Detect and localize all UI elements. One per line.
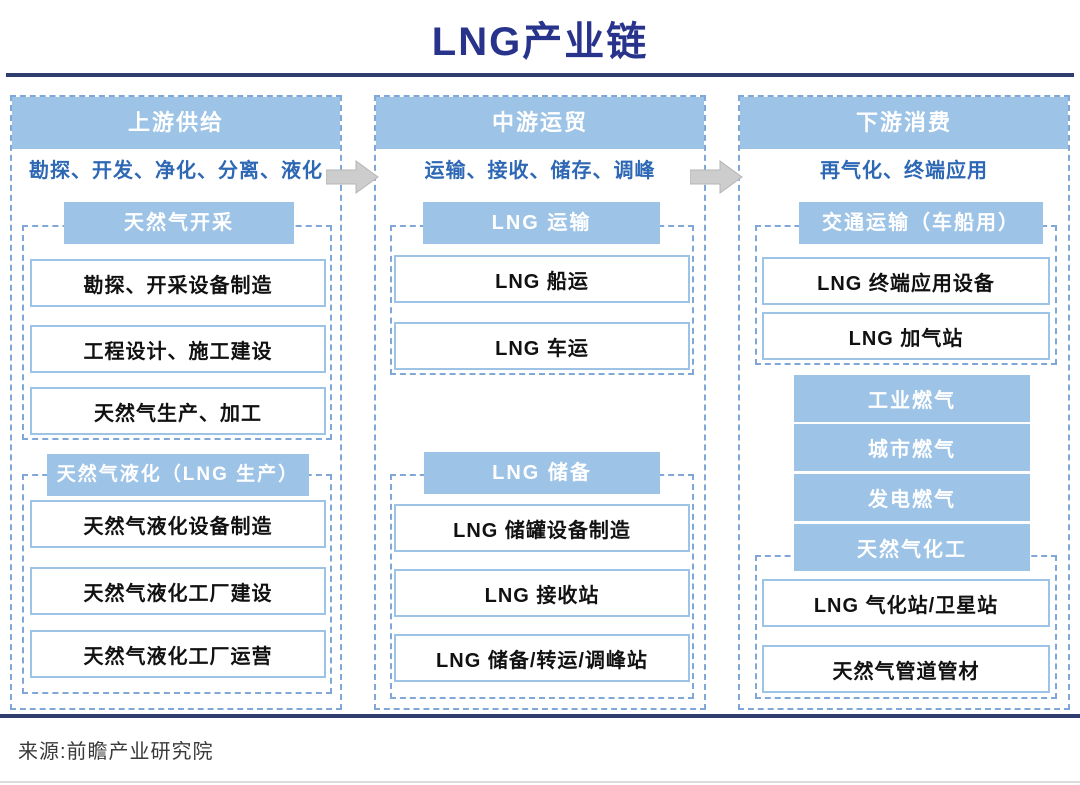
chain-item: 天然气液化设备制造 [30, 500, 326, 548]
chain-item: 天然气液化工厂运营 [30, 630, 326, 678]
upstream-keywords: 勘探、开发、净化、分离、液化 [29, 160, 323, 182]
group-header-lng-storage: LNG 储备 [424, 452, 660, 494]
group-header-natural-gas-extraction: 天然气开采 [64, 202, 294, 244]
chain-item: LNG 加气站 [762, 312, 1050, 360]
arrow-right-icon [326, 160, 379, 194]
group-header-natural-gas-chemical: 天然气化工 [794, 524, 1030, 571]
chain-item: LNG 船运 [394, 255, 690, 303]
top-divider [6, 73, 1074, 77]
midstream-keywords: 运输、接收、储存、调峰 [424, 160, 656, 182]
chain-item: LNG 终端应用设备 [762, 257, 1050, 305]
upstream-header: 上游供给 [12, 97, 340, 149]
end-use-item: 工业燃气 [794, 375, 1030, 422]
column-upstream: 上游供给 勘探、开发、净化、分离、液化 天然气开采 勘探、开采设备制造 工程设计… [10, 95, 342, 710]
chain-item: 勘探、开采设备制造 [30, 259, 326, 307]
group-header-lng-transport: LNG 运输 [423, 202, 660, 244]
end-use-item: 城市燃气 [794, 424, 1030, 471]
chain-item: 天然气管道管材 [762, 645, 1050, 693]
chain-item: LNG 气化站/卫星站 [762, 579, 1050, 627]
chain-item: 天然气生产、加工 [30, 387, 326, 435]
source-note: 来源:前瞻产业研究院 [18, 741, 214, 763]
chain-item: 天然气液化工厂建设 [30, 567, 326, 615]
chain-item: LNG 车运 [394, 322, 690, 370]
group-header-natural-gas-liquefaction: 天然气液化（LNG 生产） [47, 454, 309, 496]
downstream-keywords: 再气化、终端应用 [820, 160, 988, 182]
page-title: LNG产业链 [431, 20, 649, 64]
end-use-item: 发电燃气 [794, 474, 1030, 521]
footer-line [0, 781, 1080, 783]
chain-item: LNG 储备/转运/调峰站 [394, 634, 690, 682]
chain-item: LNG 接收站 [394, 569, 690, 617]
downstream-header: 下游消费 [740, 97, 1068, 149]
arrow-right-icon [690, 160, 743, 194]
bottom-divider [0, 714, 1080, 718]
chain-item: 工程设计、施工建设 [30, 325, 326, 373]
column-midstream: 中游运贸 运输、接收、储存、调峰 LNG 运输 LNG 船运 LNG 车运 LN… [374, 95, 706, 710]
column-downstream: 下游消费 再气化、终端应用 交通运输（车船用） LNG 终端应用设备 LNG 加… [738, 95, 1070, 710]
group-header-transport-application: 交通运输（车船用） [799, 202, 1043, 244]
midstream-header: 中游运贸 [376, 97, 704, 149]
chain-item: LNG 储罐设备制造 [394, 504, 690, 552]
